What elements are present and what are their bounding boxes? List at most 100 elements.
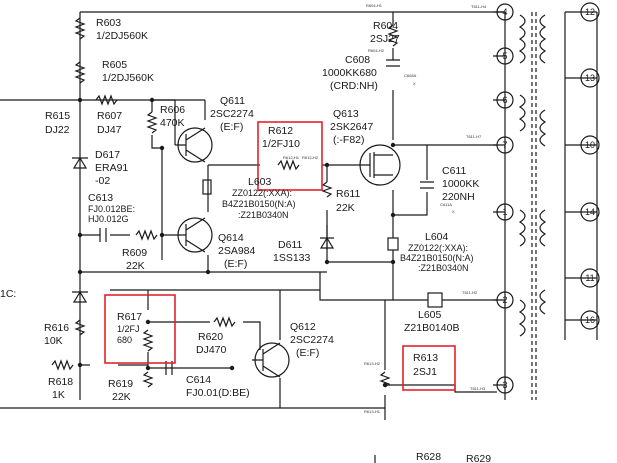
c608-value2: (CRD:NH): [330, 80, 378, 92]
c608-ref: C608: [345, 54, 370, 66]
l603-value2: B4Z21B0150(N:A): [222, 199, 296, 209]
q612-value: 2SC2274: [290, 334, 334, 346]
l603-ref: L603: [248, 176, 272, 188]
r607-ref: R607: [97, 110, 122, 122]
tp-c608a: C608A: [404, 73, 417, 78]
r628-ref: R628: [416, 451, 441, 463]
r603-value: 1/2DJ560K: [96, 30, 148, 42]
r604-symbol: [387, 24, 399, 47]
primary-winding: [518, 14, 526, 337]
component-labels: R603 1/2DJ560K R605 1/2DJ560K R615 DJ22 …: [0, 17, 491, 463]
r609-symbol: [135, 229, 158, 241]
r606-value: 470K: [160, 117, 185, 129]
l604-ref: L604: [425, 231, 449, 243]
c614-value: FJ0.01(D:BE): [186, 387, 250, 399]
q611-value: 2SC2274: [210, 108, 254, 120]
r612-highlight-box: [257, 121, 323, 191]
c611-symbol: [420, 181, 434, 189]
r619-value: 22K: [112, 391, 131, 403]
l603-value3: :Z21B0340N: [238, 210, 289, 220]
tp-c608a-x: X: [413, 81, 416, 86]
r611-ref: R611: [336, 188, 360, 200]
r629-ref: R629: [466, 453, 491, 463]
l605-value: Z21B0140B: [404, 322, 459, 334]
pin-13: 13: [585, 73, 595, 83]
c613-ref: C613: [88, 192, 113, 204]
r619-ref: R619: [108, 378, 133, 390]
q613-value: 2SK2647: [330, 121, 373, 133]
inductor-symbols: [202, 179, 443, 308]
l604-value: ZZ0122(:XXA):: [408, 243, 468, 253]
l603-value: ZZ0122(:XXA):: [232, 188, 292, 198]
d611-symbol: [319, 236, 335, 249]
wires: [0, 11, 598, 463]
tp-r604h2: R604-H2: [368, 48, 385, 53]
d617-value: ERA91: [95, 162, 128, 174]
tp-t611h3: T611-H3: [470, 386, 486, 391]
l605-symbol: [427, 292, 443, 308]
r611-value: 22K: [336, 202, 355, 214]
q613-ref: Q613: [333, 108, 359, 120]
r616-value: 10K: [44, 335, 63, 347]
q614-symbol: [175, 217, 213, 253]
tp-r613h1: R613-H1: [364, 409, 381, 414]
tp-r604h1: R604-H1: [366, 3, 383, 8]
r613-highlight-box: [402, 345, 456, 391]
zener-symbol: [72, 290, 88, 303]
r618-ref: R618: [48, 376, 73, 388]
r605-value: 1/2DJ560K: [102, 72, 154, 84]
r609-value: 22K: [126, 260, 145, 272]
diode-symbols: [72, 156, 335, 303]
r617-value2: 680: [117, 335, 132, 345]
pin-6: 6: [502, 95, 507, 105]
q611-ref: Q611: [220, 95, 245, 107]
l604-value3: :Z21B0340N: [418, 263, 469, 273]
tp-t611h7: T611-H7: [466, 134, 482, 139]
d611-ref: D611: [278, 239, 302, 251]
l605-ref: L605: [418, 309, 442, 321]
r618-value: 1K: [52, 389, 65, 401]
r604-ref: R604: [373, 20, 398, 32]
transformer-pins-right: 12 13 10 14 11 16: [580, 2, 600, 330]
transformer-pins-left: 4 5 6 7 1 2 3: [496, 3, 514, 394]
q611-symbol: [175, 127, 213, 163]
q614-ref: Q614: [218, 232, 244, 244]
r612-symbol: [277, 159, 300, 171]
c608-symbol: [386, 59, 400, 67]
tp-c611a-x: X: [452, 209, 455, 214]
tp-r612h1: R612-H1: [283, 155, 300, 160]
c611-ref: C611: [442, 165, 466, 177]
q613-symbol: [359, 144, 401, 186]
q612-value2: (E:F): [296, 347, 319, 359]
r603-symbol: [74, 17, 86, 40]
r617-highlight-box: [104, 294, 176, 364]
r615-value: DJ22: [45, 124, 70, 136]
pin-10: 10: [585, 140, 595, 150]
pin-11: 11: [585, 273, 594, 283]
r605-symbol: [74, 61, 86, 84]
tp-c611a: C611A: [440, 202, 452, 207]
r611-symbol: [321, 181, 333, 198]
c613-value: FJ0.012BE:: [88, 204, 135, 214]
r618-symbol: [51, 359, 74, 371]
r620-symbol: [213, 316, 236, 328]
r613-symbol: [379, 371, 391, 388]
q613-value2: (:-F82): [333, 134, 365, 146]
pin-4: 4: [502, 7, 507, 17]
l604-value2: B4Z21B0150(N:A): [400, 253, 474, 263]
pin-1: 1: [502, 207, 507, 217]
c611-value: 1000KK: [442, 178, 479, 190]
pin-5: 5: [502, 51, 507, 61]
resistor-symbols: [51, 17, 399, 388]
r609-ref: R609: [122, 247, 147, 259]
r604-value: 2SJ27: [370, 33, 400, 45]
c611-value2: 220NH: [442, 191, 475, 203]
d611-value: 1SS133: [273, 252, 311, 264]
q612-ref: Q612: [290, 321, 316, 333]
r617-ref: R617: [117, 311, 142, 323]
r606-symbol: [146, 111, 158, 134]
r620-value: DJ470: [196, 344, 227, 356]
c613-symbol: [99, 228, 107, 242]
c613-value2: HJ0.012G: [88, 214, 129, 224]
